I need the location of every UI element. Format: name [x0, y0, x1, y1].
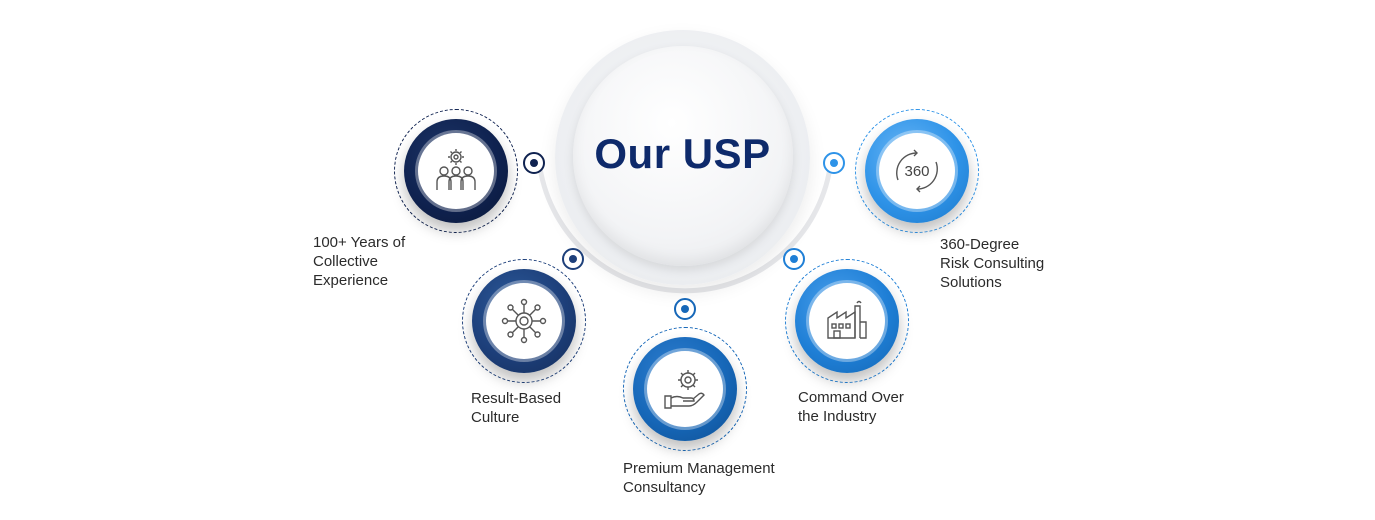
usp-node-command [785, 259, 909, 383]
hub-circle [573, 46, 793, 266]
connector-dot [562, 248, 584, 270]
usp-node-result-based [462, 259, 586, 383]
svg-text:360: 360 [904, 163, 929, 180]
network-gear-icon [501, 298, 547, 344]
usp-label-360: 360-Degree Risk Consulting Solutions [940, 236, 1045, 291]
diagram-title: Our USP [594, 130, 771, 177]
usp-label-result-based: Result-Based Culture [471, 390, 562, 426]
factory-icon [827, 300, 867, 339]
usp-node-experience [394, 109, 518, 233]
usp-node-360: 360 [855, 109, 979, 233]
360-icon: 360 [896, 149, 938, 193]
usp-label-experience: 100+ Years of Collective Experience [313, 234, 406, 289]
connector-dot [823, 152, 845, 174]
team-gear-icon [436, 149, 476, 190]
usp-label-premium: Premium Management Consultancy [623, 460, 775, 496]
connector-dot [674, 298, 696, 320]
connector-dot [523, 152, 545, 174]
usp-node-premium [623, 327, 747, 451]
hand-gear-icon [664, 370, 705, 409]
usp-label-command: Command Over the Industry [798, 389, 904, 425]
connector-dot [783, 248, 805, 270]
